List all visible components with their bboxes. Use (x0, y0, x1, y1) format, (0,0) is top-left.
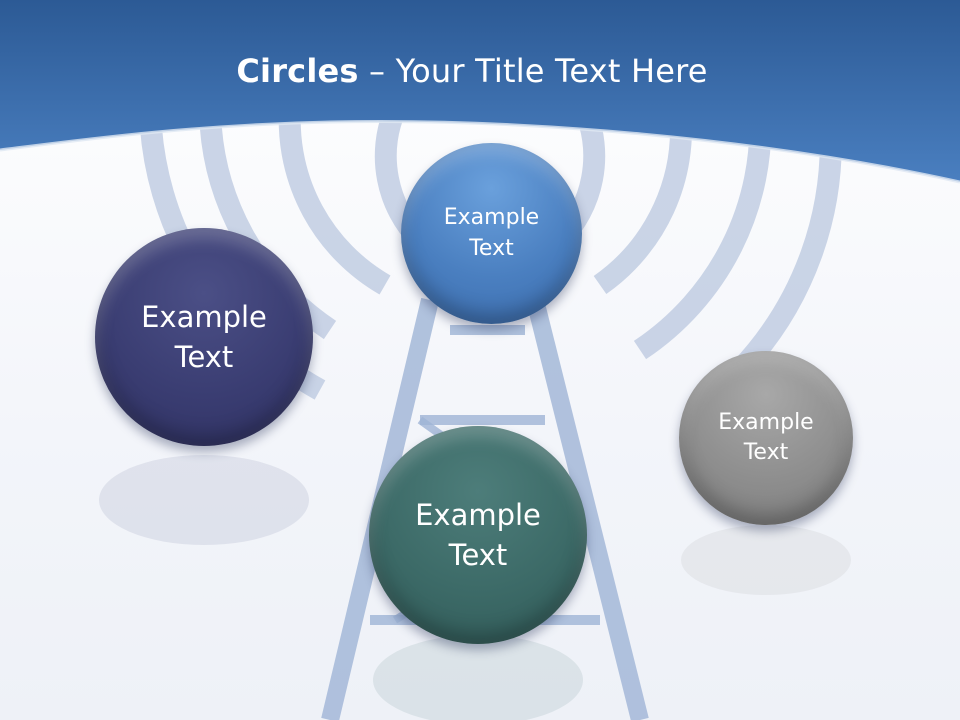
circle-2-line-1: Example (443, 205, 540, 231)
title-bold: Circles (236, 52, 359, 90)
circle-1: Example Text (95, 228, 313, 446)
circle-4: Example Text (679, 351, 853, 525)
circle-1-label: Example Text (129, 297, 279, 377)
slide-title: Circles – Your Title Text Here (0, 52, 944, 90)
title-rest: – Your Title Text Here (358, 52, 708, 90)
circle-1-line-1: Example (141, 299, 267, 334)
circle-2: Example Text (401, 143, 582, 324)
header-band (0, 0, 960, 182)
circle-3-line-1: Example (415, 497, 541, 532)
circle-3: Example Text (369, 426, 587, 644)
circle-3-line-2: Text (448, 538, 508, 572)
circle-4-line-1: Example (718, 409, 814, 435)
circle-1-line-2: Text (174, 340, 234, 374)
circle-2-label: Example Text (432, 203, 551, 264)
circle-4-label: Example Text (706, 408, 825, 469)
circle-2-line-2: Text (469, 235, 514, 261)
circle-4-line-2: Text (743, 440, 789, 465)
circle-3-label: Example Text (403, 495, 553, 575)
